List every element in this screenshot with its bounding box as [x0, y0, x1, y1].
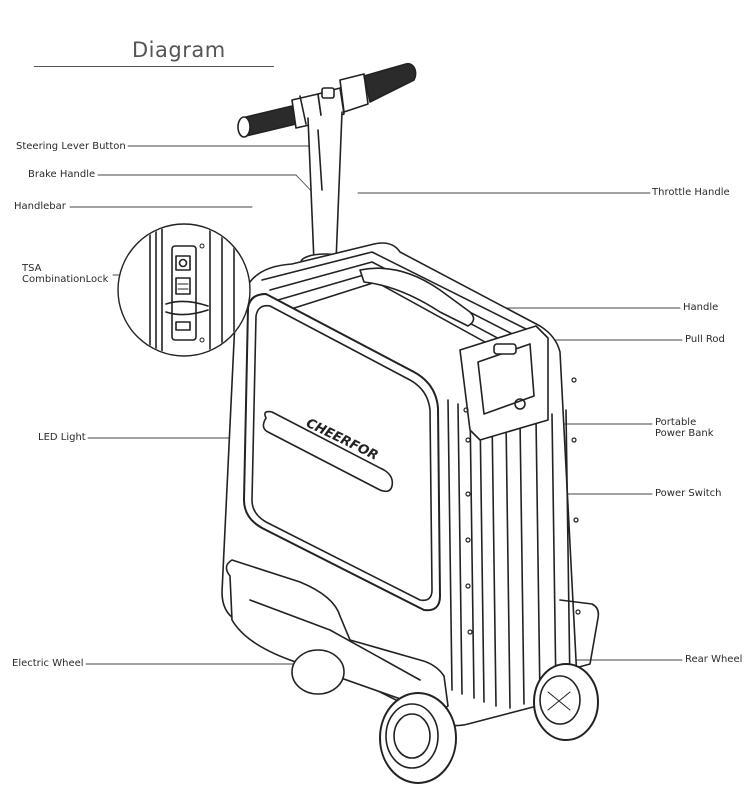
- rear-wheel: [533, 663, 599, 741]
- tsa-lock-zoom: [117, 223, 251, 357]
- label-electric-wheel: Electric Wheel: [12, 658, 84, 669]
- label-rear-wheel: Rear Wheel: [685, 654, 743, 665]
- label-tsa-line2: CombinationLock: [22, 274, 109, 285]
- label-led-light: LED Light: [38, 432, 86, 443]
- title-underline: [34, 66, 274, 67]
- label-steering-lever-button: Steering Lever Button: [16, 141, 126, 152]
- label-portable-line2: Power Bank: [655, 428, 714, 439]
- label-portable-line1: Portable: [655, 417, 697, 428]
- label-handlebar: Handlebar: [14, 201, 66, 212]
- label-power-switch: Power Switch: [655, 488, 722, 499]
- label-tsa-line1: TSA: [22, 263, 42, 274]
- label-pull-rod: Pull Rod: [685, 334, 725, 345]
- case-body: [221, 242, 600, 727]
- label-brake-handle: Brake Handle: [28, 169, 96, 180]
- front-wheel: [379, 692, 457, 784]
- diagram-title: Diagram: [132, 38, 226, 62]
- handlebar-drawing: [237, 62, 417, 271]
- hub-wheel: [291, 649, 345, 695]
- label-throttle-handle: Throttle Handle: [652, 187, 730, 198]
- leader-lines: [69, 145, 683, 665]
- label-handle: Handle: [683, 302, 719, 313]
